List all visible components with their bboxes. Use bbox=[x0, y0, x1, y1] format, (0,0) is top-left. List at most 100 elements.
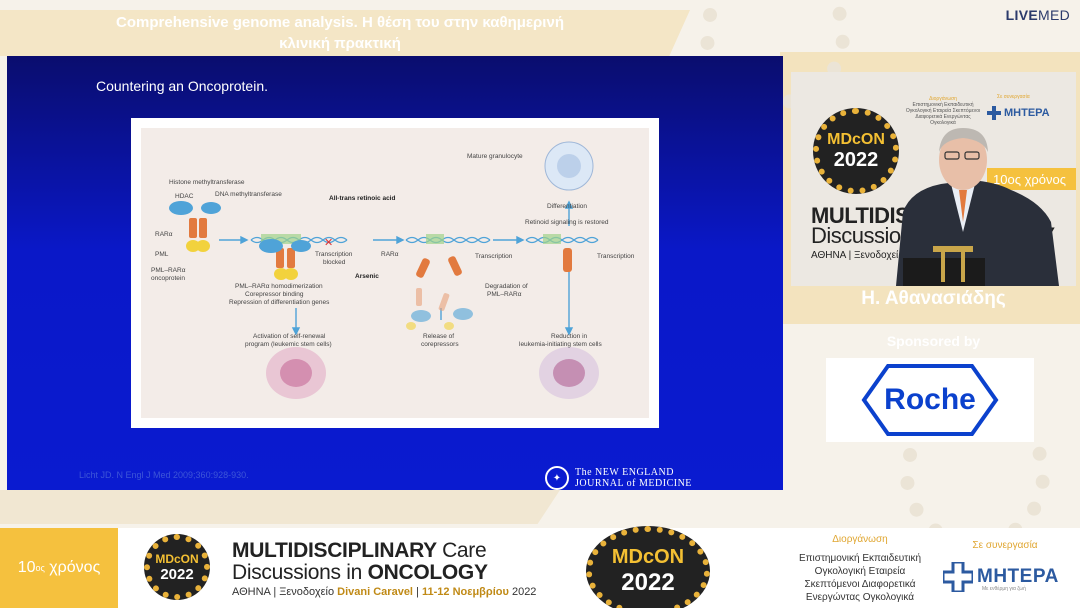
anniv-sup: ος bbox=[35, 563, 45, 573]
anniv-word: χρόνος bbox=[49, 559, 101, 576]
talk-title-line1: Comprehensive genome analysis. Η θέση το… bbox=[116, 14, 564, 31]
label-homodimer-3: Repression of differentiation genes bbox=[229, 299, 330, 306]
label-rara-mid: RARα bbox=[381, 251, 399, 258]
blocked-x-icon: ✕ bbox=[324, 237, 333, 249]
label-pml-rara-1: PML–RARα bbox=[151, 267, 186, 274]
label-release-2: corepressors bbox=[421, 341, 459, 348]
sponsor-name: Roche bbox=[884, 383, 976, 416]
label-activation-2: program (leukemic stem cells) bbox=[245, 341, 332, 348]
response-element-icon bbox=[426, 234, 444, 244]
response-element-icon bbox=[543, 234, 561, 244]
mechanism-diagram: ✕ bbox=[151, 141, 635, 399]
talk-title-line2: κλινική πρακτική bbox=[279, 35, 401, 52]
rara-protein-icon bbox=[416, 248, 572, 278]
degraded-protein-icon bbox=[406, 288, 473, 330]
journal-line1: The NEW ENGLAND bbox=[575, 467, 674, 478]
label-retinoid-restored: Retinoid signaling is restored bbox=[525, 219, 609, 226]
slide-citation: Licht JD. N Engl J Med 2009;360:928-930. bbox=[79, 470, 249, 480]
figure-diagram: ✕ bbox=[141, 128, 649, 418]
venue-sep: | bbox=[416, 586, 419, 598]
video-partner-logo: ΜΗΤΕΡΑ bbox=[987, 106, 1050, 120]
nejm-logo: ✦ The NEW ENGLAND JOURNAL of MEDICINE bbox=[545, 466, 692, 490]
label-transcription-blocked-1: Transcription bbox=[315, 251, 353, 258]
partner-name: ΜΗΤΕΡΑ bbox=[977, 566, 1059, 587]
mitera-cross-icon bbox=[987, 106, 1001, 120]
brand-bold: LIVE bbox=[1005, 7, 1038, 23]
label-reduction-1: Reduction in bbox=[551, 333, 588, 340]
venue-hotel: Divani Caravel bbox=[337, 586, 413, 598]
video-badge-top: MDcON bbox=[827, 130, 885, 148]
title-line2: Discussions in bbox=[232, 561, 363, 584]
video-multi-line3: ΑΘΗΝΑ | Ξενοδοχεί bbox=[811, 250, 899, 261]
event-title: MULTIDISCIPLINARY Care Discussions in ON… bbox=[232, 540, 488, 584]
title-line2-bold: ONCOLOGY bbox=[367, 561, 488, 584]
label-arsenic: Arsenic bbox=[355, 273, 379, 280]
label-release-1: Release of bbox=[423, 333, 454, 340]
label-atra: All-trans retinoic acid bbox=[329, 195, 395, 202]
label-pml-rara-2: oncoprotein bbox=[151, 275, 185, 282]
label-transcription-mid: Transcription bbox=[475, 253, 513, 260]
roche-hexagon-icon bbox=[861, 364, 999, 436]
partner-tagline: Με ενθέρμη για ζωή bbox=[982, 586, 1026, 592]
label-activation-1: Activation of self-renewal bbox=[253, 333, 326, 340]
organizer-label: Διοργάνωση bbox=[832, 534, 888, 545]
cell-nucleus-icon bbox=[553, 359, 585, 387]
video-org-text: Επιστημονική Εκπαιδευτική Ογκολογική Ετα… bbox=[905, 102, 981, 126]
mdcon-badge-small-icon: MDcON 2022 bbox=[144, 534, 210, 600]
org-line1: Επιστημονική Εκπαιδευτική bbox=[798, 553, 922, 564]
speaker-person-icon bbox=[896, 128, 1059, 286]
label-dna-mt: DNA methyltransferase bbox=[215, 191, 282, 198]
label-histone-mt: Histone methyltransferase bbox=[169, 179, 245, 186]
footer-big-badge-year: 2022 bbox=[621, 568, 675, 596]
title-bold: MULTIDISCIPLINARY bbox=[232, 539, 437, 562]
footer-big-badge-top: MDcON bbox=[611, 545, 685, 568]
video-partner-label: Σε συνεργασία bbox=[997, 94, 1030, 100]
venue-year: 2022 bbox=[511, 586, 537, 598]
org-line3: Σκεπτόμενοι Διαφορετικά bbox=[804, 579, 916, 590]
pml-rara-oncoprotein-icon bbox=[169, 201, 221, 252]
video-multi-line2: Discussion bbox=[811, 223, 913, 248]
livemed-logo: LIVEMED bbox=[1006, 7, 1070, 23]
organizer-text: Επιστημονική Εκπαιδευτική Ογκολογική Ετα… bbox=[760, 552, 960, 604]
brand-light: MED bbox=[1037, 7, 1070, 23]
label-degradation-2: PML–RARα bbox=[487, 291, 522, 298]
video-org-label: Διοργάνωση bbox=[929, 96, 957, 102]
footer-badge-top: MDcON bbox=[155, 551, 199, 566]
partner-label: Σε συνεργασία bbox=[972, 540, 1038, 551]
video-organizer: Διοργάνωση Επιστημονική Εκπαιδευτική Ογκ… bbox=[903, 96, 983, 126]
mdcon-badge-icon: MDcON 2022 bbox=[813, 108, 899, 194]
lower-band bbox=[0, 490, 560, 524]
anniv-number: 10 bbox=[17, 559, 36, 576]
label-hdac: HDAC bbox=[175, 193, 194, 200]
speaker-video: MDcON 2022 Διοργάνωση Επιστημονική Εκπαι… bbox=[791, 72, 1076, 286]
talk-title: Comprehensive genome analysis. Η θέση το… bbox=[60, 12, 620, 54]
partner-logo: ΜΗΤΕΡΑ bbox=[941, 560, 1059, 594]
venue-dates: 11-12 Νοεμβρίου bbox=[421, 586, 509, 598]
sponsored-by-label: Sponsored by bbox=[886, 333, 981, 349]
label-differentiation: Differentiation bbox=[547, 203, 587, 210]
video-anniversary-banner: 10ος χρόνος bbox=[987, 168, 1076, 190]
slide-title: Countering an Oncoprotein. bbox=[96, 78, 268, 94]
response-element-icon bbox=[261, 234, 301, 244]
video-multi-line1: MULTIDISC bbox=[811, 203, 925, 228]
figure-panel: ✕ bbox=[131, 118, 659, 428]
journal-line2: JOURNAL of MEDICINE bbox=[575, 478, 692, 489]
corepressor-complex-icon bbox=[259, 239, 311, 280]
speaker-name: Η. Αθανασιάδης bbox=[861, 288, 1006, 309]
video-partner-name: ΜΗΤΕΡΑ bbox=[1004, 107, 1050, 119]
label-homodimer-2: Corepressor binding bbox=[245, 291, 304, 298]
label-degradation-1: Degradation of bbox=[485, 283, 528, 290]
cell-nucleus-icon bbox=[280, 359, 312, 387]
footer-badge-year: 2022 bbox=[160, 565, 194, 583]
org-line4: Ενεργώντας Ογκολογικά bbox=[805, 592, 915, 603]
venue-pre: ΑΘΗΝΑ | Ξενοδοχείο bbox=[232, 586, 335, 598]
granulocyte-nucleus-icon bbox=[557, 154, 581, 178]
video-badge-year: 2022 bbox=[833, 148, 879, 171]
label-pml: PML bbox=[155, 251, 169, 258]
label-transcription-right: Transcription bbox=[597, 253, 635, 260]
header-band bbox=[0, 10, 690, 56]
sponsor-logo: Roche bbox=[826, 358, 1034, 442]
label-homodimer-1: PML–RARα homodimerization bbox=[235, 283, 323, 290]
